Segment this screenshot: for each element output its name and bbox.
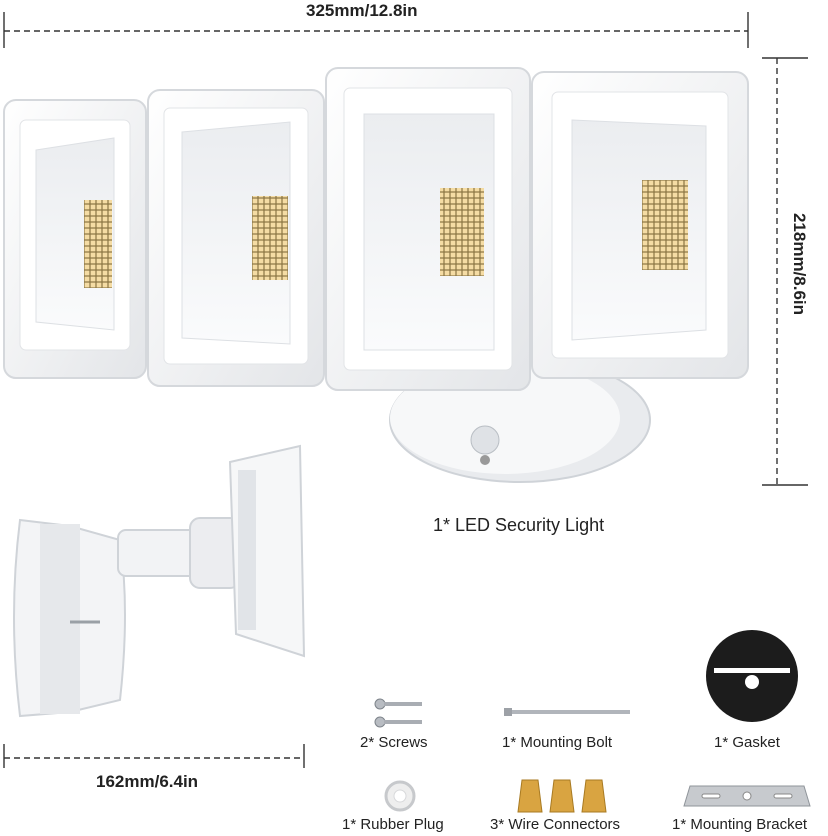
screws-item: 2* Screws (350, 690, 450, 752)
rubber-plug-item: 1* Rubber Plug (340, 778, 470, 836)
mounting-bracket-icon (682, 782, 812, 810)
led-light-side-drawing (13, 444, 306, 718)
width-dimension-line (3, 12, 749, 48)
screws-icon (372, 694, 428, 730)
wire-connectors-label: 3* Wire Connectors (490, 816, 621, 833)
height-dimension-line (762, 57, 808, 486)
mounting-bolt-item: 1* Mounting Bolt (496, 690, 646, 752)
width-dimension-label: 325mm/12.8in (306, 1, 418, 20)
mounting-bolt-icon (504, 706, 630, 718)
mounting-bolt-label: 1* Mounting Bolt (502, 734, 613, 751)
product-caption: 1* LED Security Light (433, 515, 605, 535)
gasket-icon (704, 628, 800, 724)
width-dimension: 325mm/12.8in (0, 0, 828, 50)
depth-dimension-line (3, 744, 305, 768)
rubber-plug-label: 1* Rubber Plug (342, 816, 444, 833)
wire-connectors-item: 3* Wire Connectors (488, 778, 648, 836)
led-security-light-front (0, 60, 760, 490)
gasket-label: 1* Gasket (714, 734, 780, 751)
screws-label: 2* Screws (360, 734, 428, 751)
height-dimension: 218mm/8.6in (760, 50, 828, 490)
depth-dimension: 162mm/6.4in (0, 740, 320, 800)
mounting-bracket-item: 1* Mounting Bracket (668, 778, 828, 836)
mounting-bracket-label: 1* Mounting Bracket (672, 816, 808, 833)
depth-dimension-label: 162mm/6.4in (96, 772, 199, 791)
gasket-item: 1* Gasket (700, 628, 810, 752)
height-dimension-label: 218mm/8.6in (790, 212, 809, 316)
led-light-front-drawing (3, 67, 749, 483)
wire-connectors-icon (516, 778, 612, 814)
led-security-light-side (0, 440, 320, 730)
rubber-plug-icon (384, 780, 416, 812)
